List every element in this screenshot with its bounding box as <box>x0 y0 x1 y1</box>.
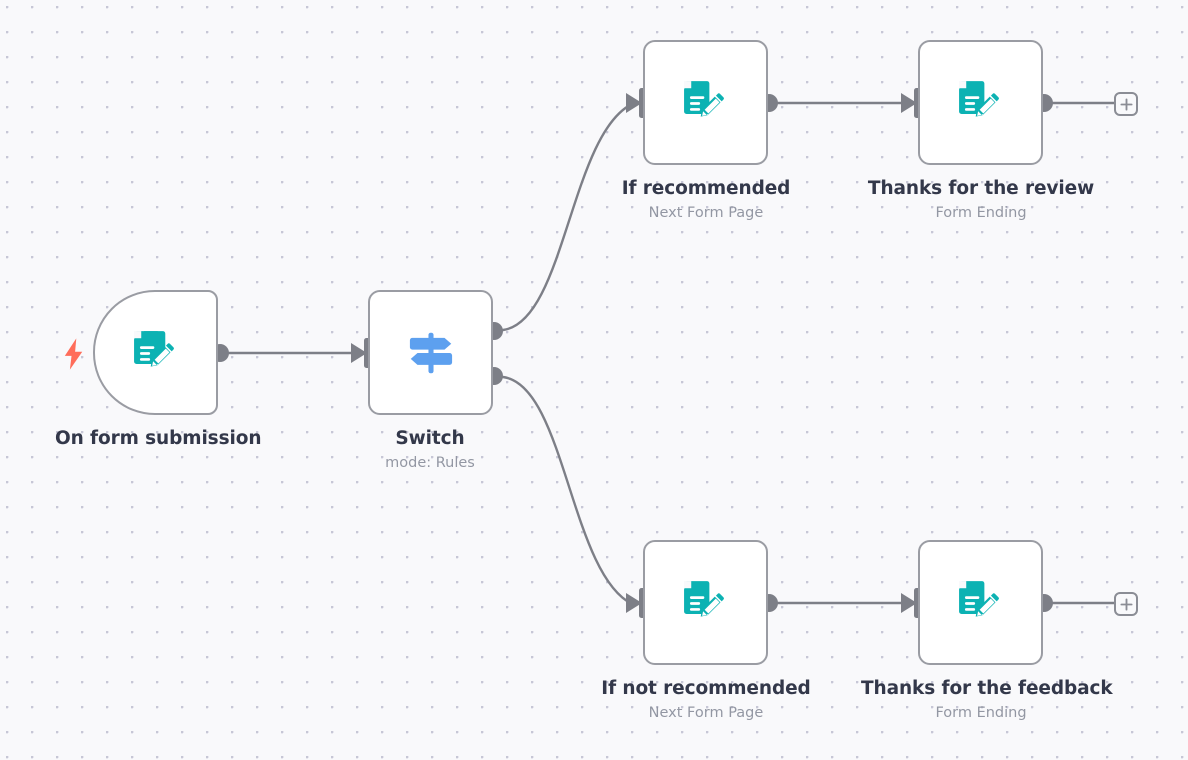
node-title-if-recommended: If recommended <box>621 178 791 199</box>
form-document-pencil-icon <box>683 580 724 617</box>
node-thanks-for-the-feedback[interactable] <box>918 540 1043 665</box>
node-title-thanks-for-the-review: Thanks for the review <box>867 178 1095 199</box>
node-title-thanks-for-the-feedback: Thanks for the feedback <box>861 678 1113 699</box>
node-thanks-for-the-review[interactable] <box>918 40 1043 165</box>
node-subtitle-thanks-for-the-review: Form Ending <box>935 205 1027 222</box>
node-subtitle-switch: mode: Rules <box>385 455 475 472</box>
form-document-pencil-icon <box>958 580 999 617</box>
add-node-button-after-thanks-feedback[interactable] <box>1114 592 1138 616</box>
node-if-recommended[interactable] <box>643 40 768 165</box>
node-if-not-recommended[interactable] <box>643 540 768 665</box>
node-title-on-form-submission: On form submission <box>55 428 262 449</box>
node-label-thanks-for-the-review: Thanks for the review Form Ending <box>861 178 1101 222</box>
plus-icon <box>1119 97 1133 111</box>
connection-switch-to-if-not-recommended <box>485 367 648 618</box>
plus-icon <box>1119 597 1133 611</box>
connection-if-recommended-to-thanks-review <box>760 88 923 118</box>
connection-trigger-to-switch <box>211 338 373 368</box>
node-subtitle-if-recommended: Next Form Page <box>648 205 764 222</box>
node-label-if-recommended: If recommended Next Form Page <box>586 178 826 222</box>
node-label-thanks-for-the-feedback: Thanks for the feedback Form Ending <box>861 678 1113 722</box>
form-document-pencil-icon <box>133 330 174 367</box>
add-node-button-after-thanks-review[interactable] <box>1114 92 1138 116</box>
connection-thanks-feedback-to-add-button <box>1035 594 1116 612</box>
form-document-pencil-icon <box>958 80 999 117</box>
node-label-on-form-submission: On form submission <box>55 428 262 449</box>
form-document-pencil-icon <box>683 80 724 117</box>
node-subtitle-if-not-recommended: Next Form Page <box>648 705 764 722</box>
connection-switch-to-if-recommended <box>485 88 648 340</box>
node-switch[interactable] <box>368 290 493 415</box>
trigger-bolt-icon <box>64 338 83 370</box>
node-title-switch: Switch <box>395 428 465 449</box>
node-subtitle-thanks-for-the-feedback: Form Ending <box>935 705 1027 722</box>
connection-if-not-recommended-to-thanks-feedback <box>760 588 923 618</box>
node-label-if-not-recommended: If not recommended Next Form Page <box>586 678 826 722</box>
signpost-icon <box>409 332 452 373</box>
node-label-switch: Switch mode: Rules <box>330 428 530 472</box>
node-title-if-not-recommended: If not recommended <box>601 678 811 699</box>
connection-thanks-review-to-add-button <box>1035 94 1116 112</box>
node-on-form-submission[interactable] <box>64 290 218 415</box>
